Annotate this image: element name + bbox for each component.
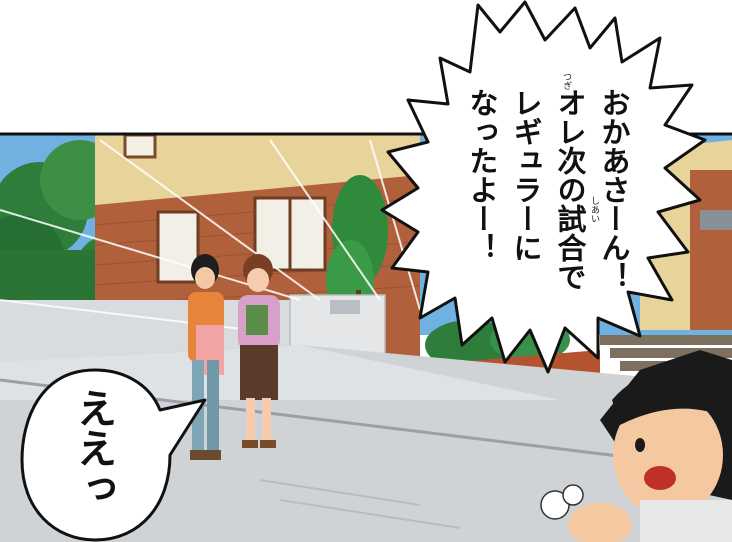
house-window-top: [123, 133, 157, 159]
shout-line-3: レギュラーに: [509, 88, 543, 262]
road-markings: [259, 479, 461, 529]
mother-figure: [238, 254, 280, 448]
furigana-tsugi: つぎ: [561, 72, 571, 90]
reply-balloon: [20, 368, 207, 542]
shout-line-2: オレ次の試合で: [553, 88, 587, 291]
front-wall: [0, 300, 300, 362]
shout-balloon: [380, 0, 707, 374]
reply-text: ええっ: [70, 388, 116, 508]
shout-line-4: なったよー！: [465, 88, 499, 262]
shout-line-1: おかあさーん！: [597, 88, 631, 291]
nameplate: [330, 300, 360, 314]
furigana-shiai: しあい: [589, 196, 599, 223]
boy-figure: [540, 350, 732, 542]
girl-figure: [188, 254, 224, 460]
